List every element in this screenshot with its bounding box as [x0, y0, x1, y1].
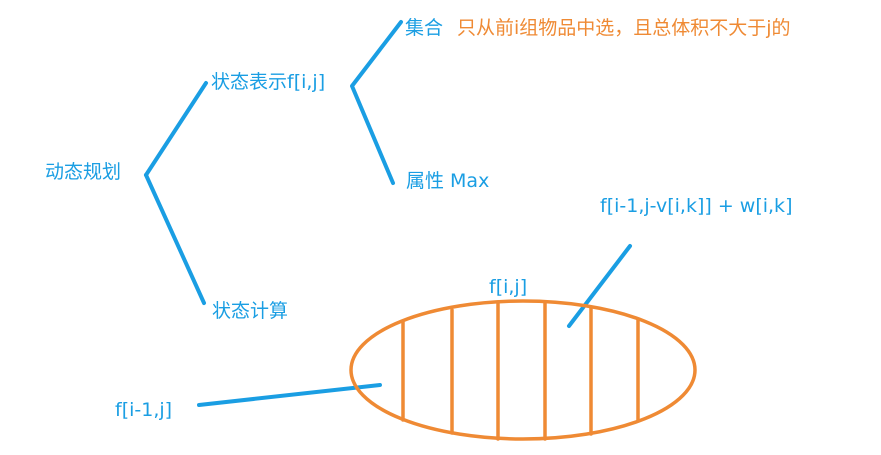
state-calculation-label: 状态计算: [212, 300, 289, 322]
pointer-left-part: [197, 383, 382, 407]
attribute-label: 属性 Max: [406, 170, 490, 192]
root-node-label: 动态规划: [45, 161, 122, 183]
left-part-label: f[i-1,j]: [115, 399, 173, 421]
branch-root-to-state-calc: [144, 173, 206, 305]
state-set-ellipse: [349, 299, 697, 441]
state-representation-label: 状态表示f[i,j]: [211, 71, 326, 93]
right-part-label: f[i-1,j-v[i,k]] + w[i,k]: [600, 195, 793, 217]
set-description: 只从前i组物品中选，且总体积不大于j的: [457, 17, 791, 39]
ellipse-title-label: f[i,j]: [489, 276, 528, 298]
pointer-right-part: [567, 244, 632, 328]
branch-state-rep-to-set: [350, 20, 403, 185]
branch-root-to-state-rep: [144, 81, 208, 177]
set-label: 集合: [405, 17, 444, 39]
